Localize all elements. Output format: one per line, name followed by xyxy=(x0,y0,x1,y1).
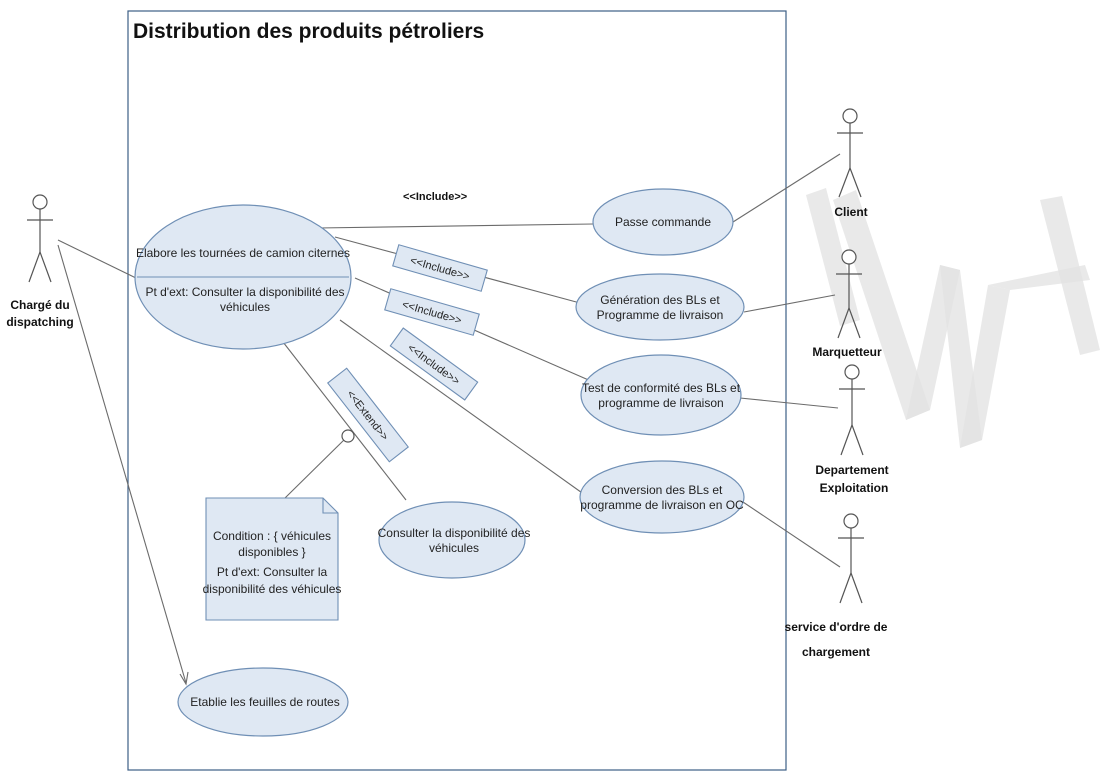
arrow-head-etablie xyxy=(179,671,189,686)
condition-note: Condition : { véhicules disponibles } Pt… xyxy=(203,497,342,621)
actor-service[interactable]: service d'ordre de chargement xyxy=(785,513,888,659)
use-case-passe-label: Passe commande xyxy=(615,215,711,229)
actor-figure-icon xyxy=(27,194,53,283)
use-case-consulter[interactable]: Consulter la disponibilité des véhicules xyxy=(378,501,531,579)
assoc-marquetteur-generation xyxy=(743,294,836,313)
actor-client[interactable]: Client xyxy=(834,108,868,219)
actor-dispatching[interactable]: Chargé du dispatching xyxy=(6,194,74,329)
extension-point-marker xyxy=(341,429,355,443)
use-case-elabore[interactable]: Elabore les tournées de camion citernes … xyxy=(134,204,352,350)
extend-line xyxy=(282,341,407,501)
actor-marquetteur-label: Marquetteur xyxy=(812,345,882,359)
actor-marquetteur[interactable]: Marquetteur xyxy=(812,249,882,359)
use-case-test[interactable]: Test de conformité des BLs et programme … xyxy=(580,354,742,436)
actor-figure-icon xyxy=(836,249,862,339)
use-case-test-line2: programme de livraison xyxy=(598,396,723,410)
include-label-top: <<Include>> xyxy=(403,191,467,203)
use-case-passe-commande[interactable]: Passe commande xyxy=(592,188,734,256)
actor-client-label: Client xyxy=(834,205,867,219)
use-case-conversion[interactable]: Conversion des BLs et programme de livra… xyxy=(579,460,745,534)
use-case-generation[interactable]: Génération des BLs et Programme de livra… xyxy=(575,273,745,341)
actor-service-line1: service d'ordre de xyxy=(785,620,888,634)
use-case-consulter-line1: Consulter la disponibilité des xyxy=(378,526,531,540)
use-case-conversion-line2: programme de livraison en OC xyxy=(580,498,744,512)
actor-exploitation-line1: Departement xyxy=(815,463,888,477)
use-case-generation-line2: Programme de livraison xyxy=(597,308,724,322)
note-anchor-line xyxy=(284,435,349,499)
use-case-elabore-label: Elabore les tournées de camion citernes xyxy=(136,246,350,260)
actor-dispatching-line2: dispatching xyxy=(6,315,73,329)
use-case-elabore-ext-line1: Pt d'ext: Consulter la disponibilité des xyxy=(145,285,344,299)
include-line-passe xyxy=(317,223,594,229)
actor-service-line2: chargement xyxy=(802,645,870,659)
note-line-2: disponibles } xyxy=(238,545,305,559)
actor-figure-icon xyxy=(838,513,864,604)
actor-figure-icon xyxy=(837,108,863,198)
actor-exploitation-line2: Exploitation xyxy=(820,481,889,495)
use-case-test-line1: Test de conformité des BLs et xyxy=(582,381,741,395)
actor-exploitation[interactable]: Departement Exploitation xyxy=(815,364,889,495)
assoc-dispatching-etablie xyxy=(57,244,187,684)
system-title: Distribution des produits pétroliers xyxy=(133,20,484,43)
note-line-1: Condition : { véhicules xyxy=(213,529,331,543)
assoc-service-conversion xyxy=(739,499,841,568)
use-case-etablie-label: Etablie les feuilles de routes xyxy=(190,695,339,709)
actor-figure-icon xyxy=(839,364,865,456)
use-case-consulter-line2: véhicules xyxy=(429,541,479,555)
assoc-dispatching-elabore xyxy=(57,239,141,281)
use-case-generation-line1: Génération des BLs et xyxy=(600,293,720,307)
use-case-elabore-ext-line2: véhicules xyxy=(220,300,270,314)
include-line-conversion xyxy=(339,319,586,496)
actor-dispatching-line1: Chargé du xyxy=(10,298,69,312)
use-case-conversion-line1: Conversion des BLs et xyxy=(602,483,723,497)
assoc-exploitation-test xyxy=(739,397,839,409)
note-line-3: Pt d'ext: Consulter la xyxy=(217,565,328,579)
watermark xyxy=(806,188,1100,448)
assoc-client-passe xyxy=(732,153,841,223)
use-case-etablie[interactable]: Etablie les feuilles de routes xyxy=(177,667,349,737)
note-line-4: disponibilité des véhicules xyxy=(203,582,342,596)
